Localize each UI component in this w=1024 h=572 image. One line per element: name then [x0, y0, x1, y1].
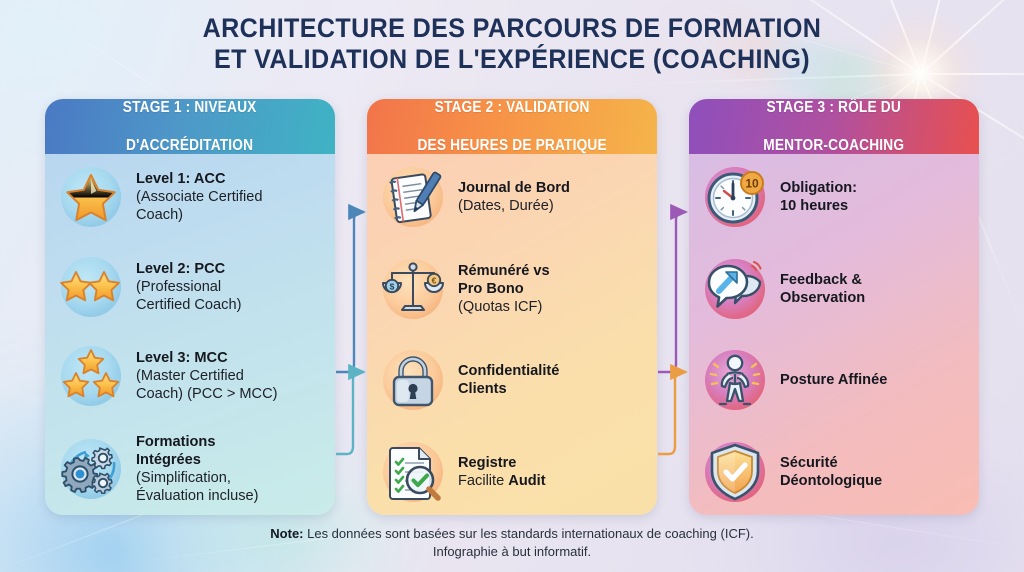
item-title: Feedback & [780, 271, 862, 288]
stage-3-item-posture-text: Posture Affinée [780, 371, 966, 389]
footer-note-line-2: Infographie à but informatif. [432, 543, 592, 559]
two-stars-icon [58, 254, 124, 320]
item-title: Level 3: MCC [136, 350, 228, 367]
stage-1-body: Level 1: ACC (Associate Certified Coach) [45, 154, 335, 515]
standing-person-icon [702, 347, 768, 413]
footer-note-line-1: Note: Les données sont basées sur les st… [0, 525, 1024, 543]
item-title-line-2: Intégrées [136, 451, 201, 468]
clock-badge-number: 10 [745, 177, 759, 191]
stage-1-item-level-3[interactable]: Level 3: MCC (Master Certified Coach) (P… [58, 343, 322, 409]
item-title: Level 1: ACC [136, 171, 226, 187]
svg-text:$: $ [390, 281, 395, 291]
item-title: Obligation: [780, 180, 858, 196]
item-subtitle-1: (Professional [136, 278, 222, 295]
stage-3-item-obligation-text: Obligation: 10 heures [780, 179, 966, 215]
shield-check-icon [702, 439, 768, 505]
item-title: Registre [458, 454, 517, 471]
stage-2-item-confidentialite[interactable]: Confidentialité Clients [380, 347, 644, 413]
item-title-line-2: Observation [780, 289, 866, 306]
item-subtitle-1: (Associate Certified [136, 189, 263, 205]
item-title: Confidentialité [458, 363, 560, 380]
stage-3-item-feedback[interactable]: Feedback & Observation [702, 256, 966, 322]
three-stars-icon [58, 343, 124, 409]
stage-3-item-securite[interactable]: Sécurité Déontologique [702, 439, 966, 505]
item-title: Sécurité [780, 454, 838, 471]
stage-1-item-level-3-text: Level 3: MCC (Master Certified Coach) (P… [136, 349, 322, 403]
page-title: ARCHITECTURE DES PARCOURS DE FORMATION E… [0, 13, 1024, 75]
item-subtitle-1: (Simplification, [136, 469, 231, 486]
document-magnifier-icon [380, 439, 446, 505]
item-title: Journal de Bord [458, 180, 570, 196]
stage-2-item-journal[interactable]: Journal de Bord (Dates, Durée) [380, 164, 644, 230]
item-title-line-2: 10 heures [780, 198, 849, 214]
gears-icon [58, 436, 124, 502]
stage-2-item-registre[interactable]: Registre Facilite Audit [380, 439, 644, 505]
item-subtitle-pre: Facilite [458, 472, 509, 489]
svg-text:€: € [432, 275, 437, 285]
item-subtitle-bold: Audit [508, 472, 546, 489]
item-subtitle-1: (Quotas ICF) [458, 298, 543, 315]
item-subtitle-1: (Dates, Durée) [458, 198, 554, 214]
padlock-icon [380, 347, 446, 413]
item-title-line-2: Pro Bono [458, 280, 524, 297]
stage-3-item-obligation[interactable]: 10 Obligation: 10 heures [702, 164, 966, 230]
stage-3-item-feedback-text: Feedback & Observation [780, 271, 966, 307]
stage-2-item-remunere-text: Rémunéré vs Pro Bono (Quotas ICF) [458, 262, 644, 316]
clock-10-icon: 10 [702, 164, 768, 230]
item-subtitle-2: Évaluation incluse) [136, 487, 259, 504]
balance-scale-icon: $ € [380, 256, 446, 322]
notebook-pen-icon [380, 164, 446, 230]
stage-3-item-posture[interactable]: Posture Affinée [702, 347, 966, 413]
item-subtitle-2: Coach) (PCC > MCC) [136, 386, 278, 403]
stage-1-item-formations-text: Formations Intégrées (Simplification, Év… [136, 433, 322, 505]
footer-note-line-1-rest: Les données sont basées sur les standard… [303, 526, 754, 541]
stage-1-item-level-1-text: Level 1: ACC (Associate Certified Coach) [136, 170, 322, 224]
item-title: Rémunéré vs [458, 262, 550, 279]
stage-3-body: 10 Obligation: 10 heures [689, 154, 979, 515]
stage-2-item-confidentialite-text: Confidentialité Clients [458, 362, 644, 398]
stage-2-item-journal-text: Journal de Bord (Dates, Durée) [458, 179, 644, 215]
stage-2-item-remunere[interactable]: $ € Rémunéré vs Pro Bono (Quotas ICF) [380, 256, 644, 322]
item-subtitle-2: Coach) [136, 207, 184, 223]
stage-3-item-securite-text: Sécurité Déontologique [780, 454, 966, 490]
stage-2-item-registre-text: Registre Facilite Audit [458, 454, 644, 490]
page-title-line-1: ARCHITECTURE DES PARCOURS DE FORMATION [202, 13, 822, 43]
item-title: Posture Affinée [780, 372, 888, 389]
item-subtitle-rich: Facilite Audit [458, 472, 644, 490]
stage-1-item-level-1[interactable]: Level 1: ACC (Associate Certified Coach) [58, 164, 322, 230]
one-star-icon [58, 164, 124, 230]
footer-note: Note: Les données sont basées sur les st… [0, 525, 1024, 560]
item-title: Level 2: PCC [136, 260, 226, 277]
page-title-line-2: ET VALIDATION DE L'EXPÉRIENCE (COACHING) [213, 44, 811, 74]
item-title-line-2: Clients [458, 381, 507, 398]
footer-note-label: Note: [270, 526, 304, 541]
stage-1-item-level-2-text: Level 2: PCC (Professional Certified Coa… [136, 260, 322, 314]
stage-1-item-formations[interactable]: Formations Intégrées (Simplification, Év… [58, 433, 322, 505]
item-subtitle-2: Certified Coach) [136, 296, 242, 313]
stage-2-body: Journal de Bord (Dates, Durée) [367, 154, 657, 515]
item-title-line-2: Déontologique [780, 472, 883, 489]
speech-bubbles-arrow-icon [702, 256, 768, 322]
item-subtitle-1: (Master Certified [136, 368, 244, 385]
stage-1-item-level-2[interactable]: Level 2: PCC (Professional Certified Coa… [58, 254, 322, 320]
item-title: Formations [136, 433, 216, 450]
